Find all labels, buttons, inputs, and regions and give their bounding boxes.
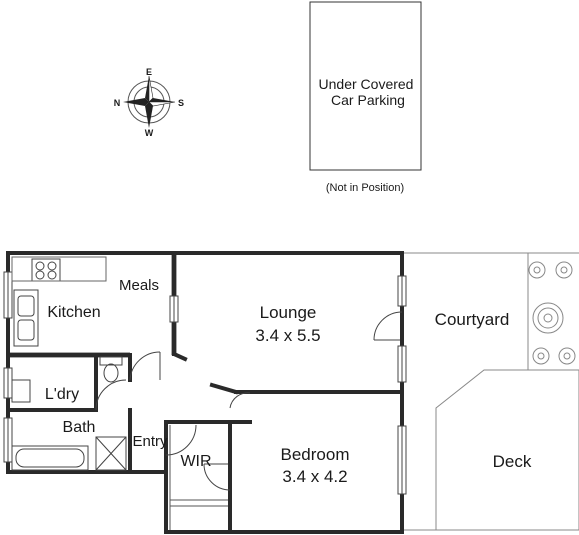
window-icon [3, 271, 407, 495]
interior-walls [8, 253, 404, 534]
compass-west: W [145, 128, 154, 138]
compass-south: S [178, 98, 184, 108]
room-size-lounge: 3.4 x 5.5 [255, 326, 320, 345]
room-label-lounge: Lounge [260, 303, 317, 322]
deck-outline [435, 369, 579, 531]
bench [11, 256, 107, 282]
car-parking-label-2: Car Parking [331, 92, 405, 108]
laundry-tub-icon [11, 379, 31, 403]
door-icon [95, 311, 403, 491]
compass-north: N [114, 98, 121, 108]
compass-east: E [146, 67, 152, 77]
room-label-courtyard: Courtyard [435, 310, 510, 329]
room-size-bedroom: 3.4 x 4.2 [282, 467, 347, 486]
room-label-meals: Meals [119, 277, 159, 294]
toilet-icon [99, 356, 123, 383]
stove-icon [31, 258, 61, 282]
bathtub-icon [11, 445, 89, 471]
car-parking-box [309, 1, 422, 171]
room-label-deck: Deck [493, 452, 532, 471]
room-label-bath: Bath [63, 419, 96, 436]
shower-icon [95, 436, 127, 471]
room-label-entry: Entry [132, 433, 168, 450]
room-label-laundry: L'dry [45, 386, 79, 403]
car-parking-label-1: Under Covered [319, 76, 414, 92]
outdoor-area [402, 252, 579, 531]
car-parking-note: (Not in Position) [326, 182, 404, 194]
compass-icon [123, 75, 176, 128]
sink-icon [13, 289, 39, 347]
room-label-wir: WIR [180, 453, 211, 470]
planter-icon [528, 261, 576, 365]
room-label-kitchen: Kitchen [47, 304, 100, 321]
room-label-bedroom: Bedroom [281, 445, 350, 464]
